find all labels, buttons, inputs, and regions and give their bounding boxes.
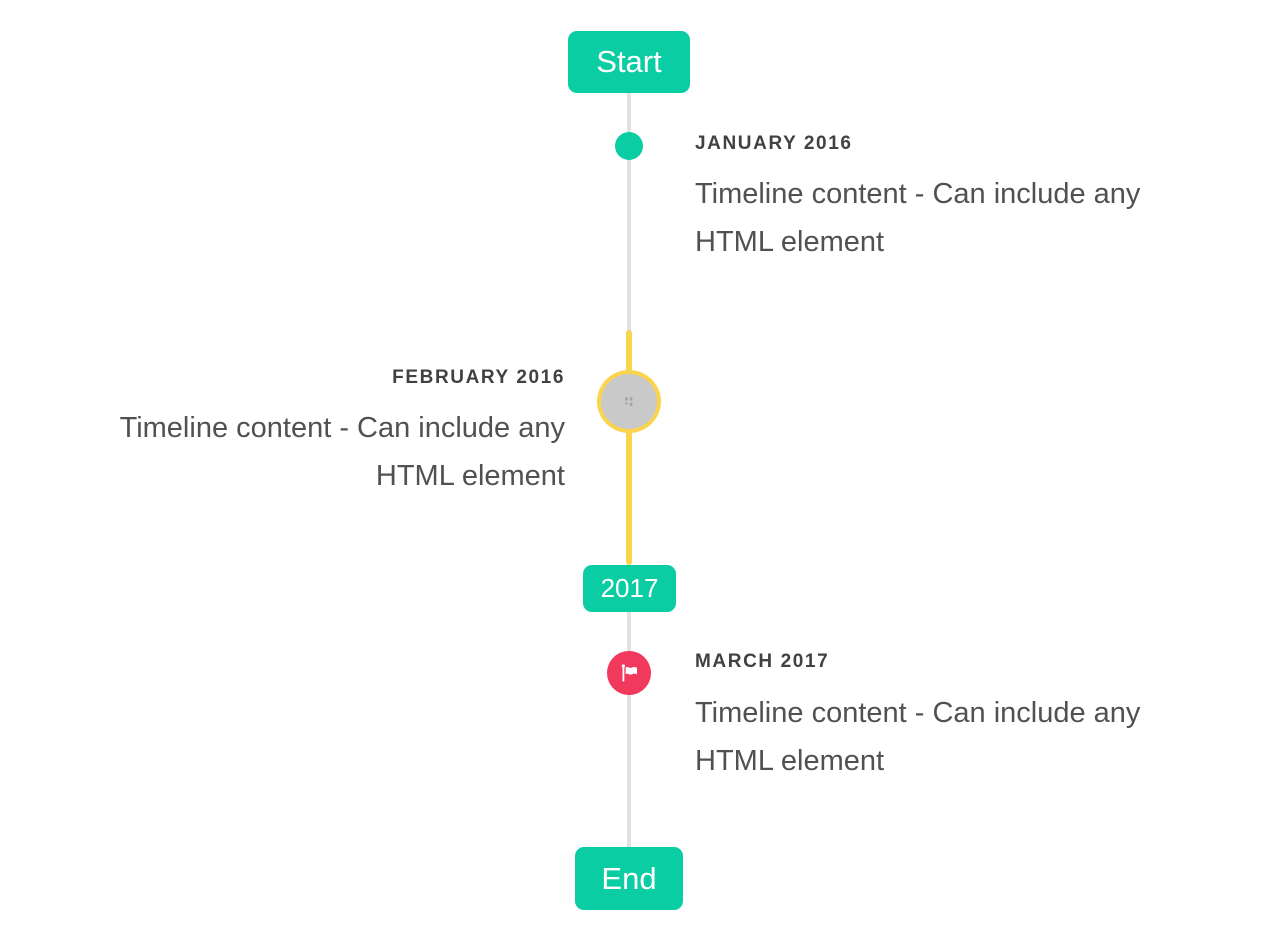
timeline-line-segment bbox=[627, 612, 631, 848]
flag-icon bbox=[618, 662, 641, 685]
item-content-february-2016: Timeline content - Can include any HTML … bbox=[119, 412, 565, 492]
timeline-bullet-flag bbox=[607, 651, 651, 695]
timeline-end-badge[interactable]: End bbox=[575, 847, 683, 910]
broken-image-icon bbox=[622, 396, 636, 408]
item-content-january-2016: Timeline content - Can include any HTML … bbox=[695, 178, 1141, 258]
item-title-january-2016: JANUARY 2016 bbox=[695, 133, 853, 154]
timeline-line-highlighted-segment bbox=[626, 330, 632, 565]
item-content-march-2017: Timeline content - Can include any HTML … bbox=[695, 697, 1141, 777]
timeline-bullet-dot bbox=[615, 132, 643, 160]
timeline-bullet-image bbox=[597, 370, 661, 433]
timeline-year-badge-2017[interactable]: 2017 bbox=[583, 565, 676, 612]
item-title-february-2016: FEBRUARY 2016 bbox=[392, 367, 565, 388]
timeline-line-segment bbox=[627, 93, 631, 331]
timeline-start-badge[interactable]: Start bbox=[568, 31, 690, 93]
item-title-march-2017: MARCH 2017 bbox=[695, 651, 830, 672]
